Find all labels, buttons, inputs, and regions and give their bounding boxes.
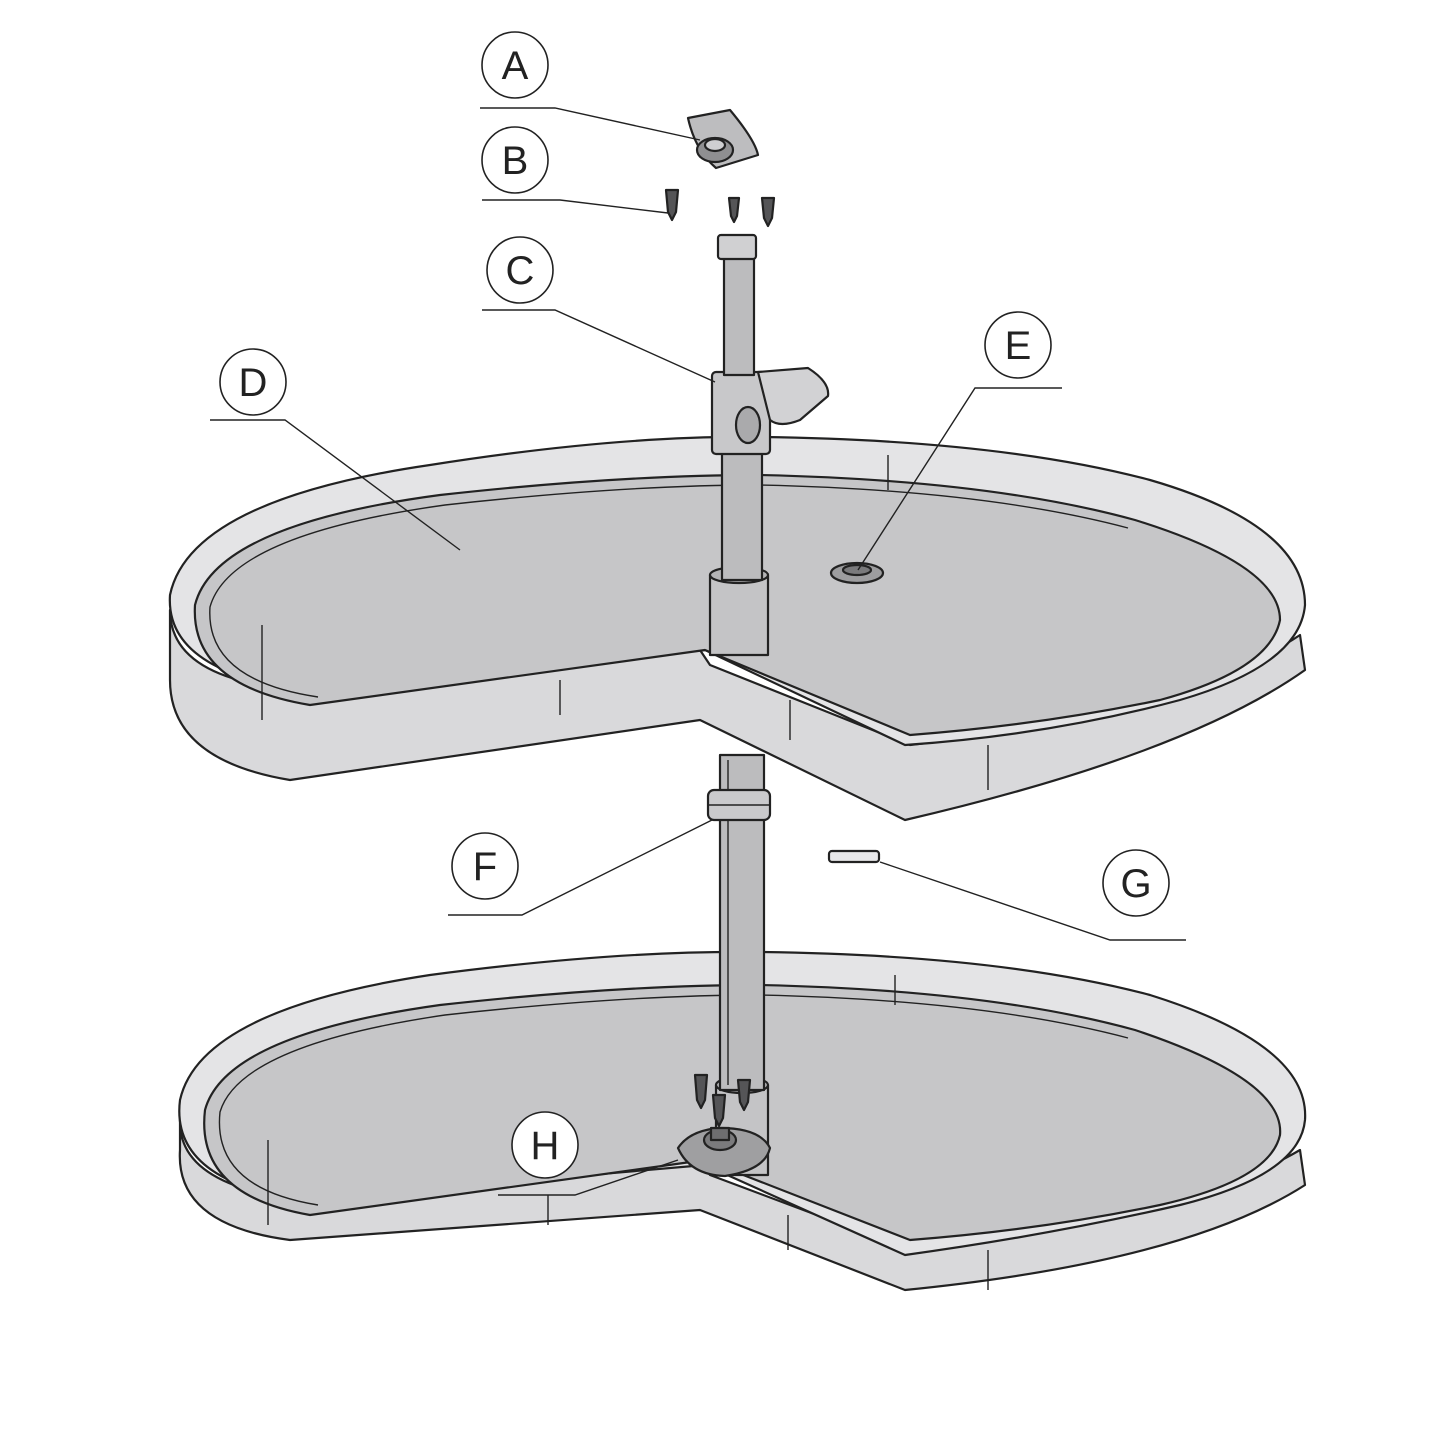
screw-icon <box>664 188 680 222</box>
bottom-mount-plate <box>676 1126 772 1178</box>
leader-lines <box>210 107 1186 1196</box>
leader-f <box>448 819 713 916</box>
callout-h: H <box>511 1111 579 1179</box>
screw-icon <box>760 196 776 228</box>
svg-text:H: H <box>531 1124 560 1168</box>
bottom-screws <box>693 1073 752 1128</box>
svg-text:F: F <box>473 845 497 889</box>
callout-c: C <box>486 236 554 304</box>
center-pole-upper <box>710 233 830 582</box>
leader-e <box>857 387 1062 571</box>
callout-b: B <box>481 126 549 194</box>
callout-a: A <box>481 31 549 99</box>
screw-icon <box>693 1073 709 1110</box>
svg-text:C: C <box>506 249 535 293</box>
callout-f: F <box>451 832 519 900</box>
svg-text:D: D <box>239 361 268 405</box>
leader-g <box>879 861 1186 941</box>
leader-a <box>480 107 701 141</box>
upper-tray <box>168 435 1307 822</box>
callout-g: G <box>1102 849 1170 917</box>
clip-part <box>827 849 881 864</box>
leader-d <box>210 419 461 551</box>
svg-text:B: B <box>502 139 529 183</box>
screw-icon <box>727 196 741 224</box>
top-screws <box>664 188 776 228</box>
leader-h <box>498 1159 679 1196</box>
callout-e: E <box>984 311 1052 379</box>
top-mount-plate <box>686 108 760 170</box>
screw-icon <box>736 1078 752 1112</box>
screw-icon <box>711 1093 727 1128</box>
svg-text:A: A <box>502 44 529 88</box>
svg-text:G: G <box>1120 862 1151 906</box>
callout-d: D <box>219 348 287 416</box>
leader-c <box>482 309 716 383</box>
svg-text:E: E <box>1005 324 1032 368</box>
leader-b <box>482 199 669 214</box>
